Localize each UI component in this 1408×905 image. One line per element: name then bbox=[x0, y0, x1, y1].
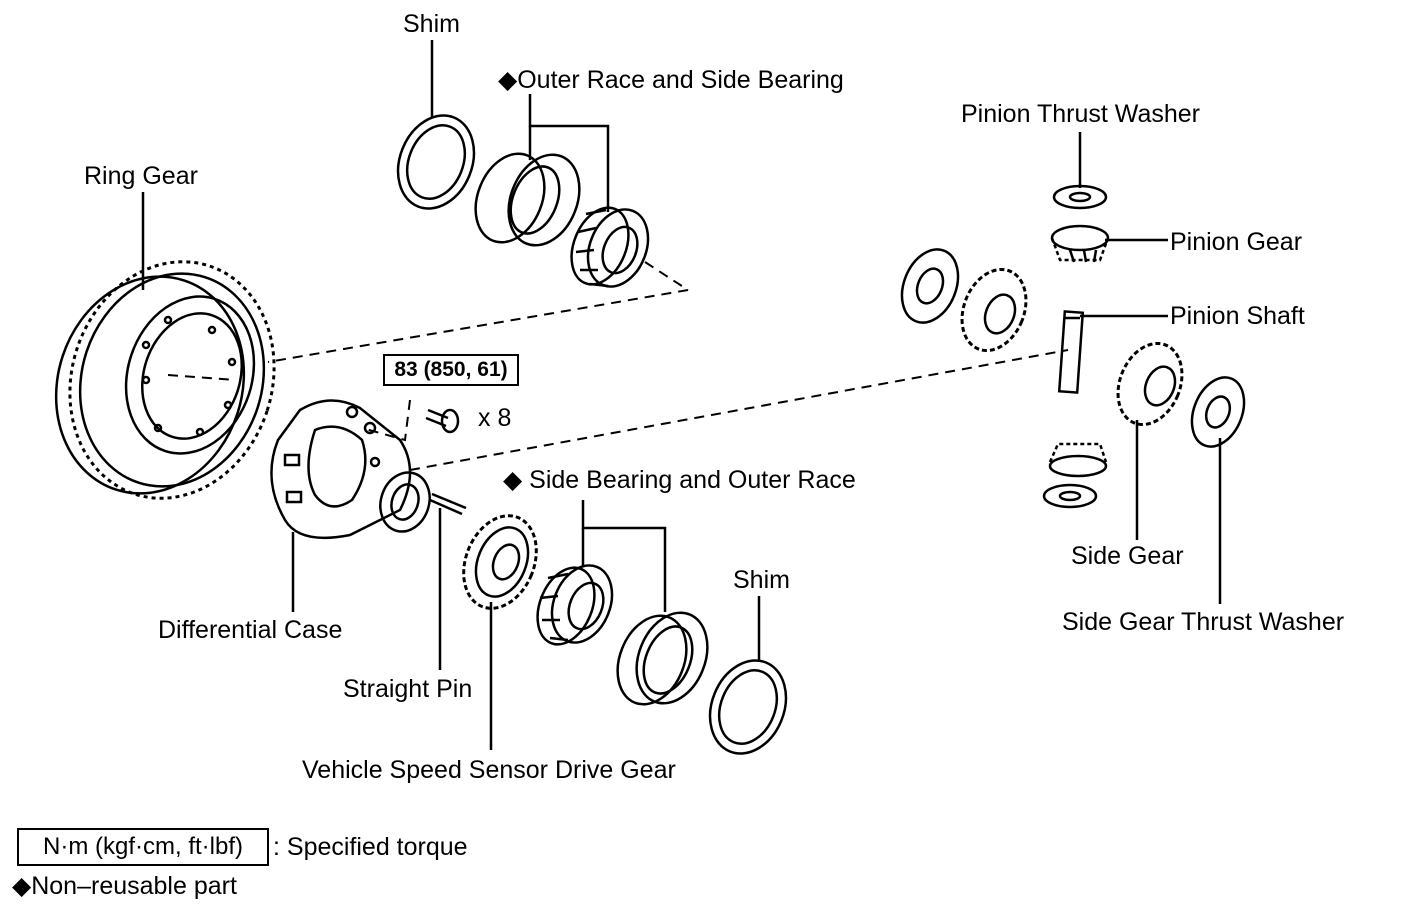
label-bolt-count: x 8 bbox=[478, 404, 512, 432]
pinion-thrust-washer-bottom bbox=[1042, 483, 1098, 509]
legend-torque-unit-box: N·m (kgf·cm, ft·lbf) bbox=[17, 828, 269, 866]
side-gear-thrust-washer-right bbox=[1190, 376, 1246, 448]
torque-spec-box: 83 (850, 61) bbox=[383, 354, 519, 386]
shim-top bbox=[396, 114, 476, 210]
pinion-thrust-washer bbox=[1052, 184, 1108, 210]
outer-race-bottom bbox=[616, 611, 709, 706]
bolt bbox=[425, 408, 460, 434]
legend-torque-desc: : Specified torque bbox=[273, 833, 468, 861]
straight-pin bbox=[429, 492, 467, 516]
label-pinion-shaft: Pinion Shaft bbox=[1170, 302, 1305, 330]
shim-bottom bbox=[708, 659, 788, 755]
pinion-gear-bottom bbox=[1048, 442, 1108, 478]
side-gear-thrust-washer-left bbox=[900, 248, 960, 324]
label-side-bearing-outer-race: ◆ Side Bearing and Outer Race bbox=[503, 466, 856, 494]
differential-case bbox=[270, 399, 431, 540]
side-bearing-top bbox=[570, 206, 650, 288]
label-side-gear: Side Gear bbox=[1071, 542, 1184, 570]
label-pinion-gear: Pinion Gear bbox=[1170, 228, 1303, 256]
label-shim-top: Shim bbox=[403, 10, 460, 38]
ring-gear bbox=[54, 260, 276, 500]
label-pinion-thrust-washer: Pinion Thrust Washer bbox=[961, 100, 1200, 128]
pinion-gear-top bbox=[1050, 224, 1110, 263]
side-gear-left bbox=[960, 267, 1028, 353]
label-straight-pin: Straight Pin bbox=[343, 675, 473, 703]
label-differential-case: Differential Case bbox=[158, 616, 343, 644]
speed-sensor-drive-gear bbox=[462, 514, 538, 610]
assembly-dashed-lines bbox=[167, 261, 1069, 471]
label-side-gear-thrust-washer: Side Gear Thrust Washer bbox=[1062, 608, 1345, 636]
label-outer-race-side-bearing: ◆Outer Race and Side Bearing bbox=[498, 66, 844, 94]
outer-race-top bbox=[474, 152, 581, 247]
label-speed-sensor-drive-gear: Vehicle Speed Sensor Drive Gear bbox=[302, 756, 676, 784]
pinion-shaft bbox=[1057, 310, 1085, 394]
legend-non-reusable: ◆Non–reusable part bbox=[12, 872, 237, 900]
label-shim-bottom: Shim bbox=[733, 566, 790, 594]
side-bearing-bottom bbox=[536, 564, 614, 646]
side-gear-right bbox=[1116, 341, 1184, 427]
leader-lines bbox=[141, 40, 1222, 750]
label-ring-gear: Ring Gear bbox=[84, 162, 198, 190]
